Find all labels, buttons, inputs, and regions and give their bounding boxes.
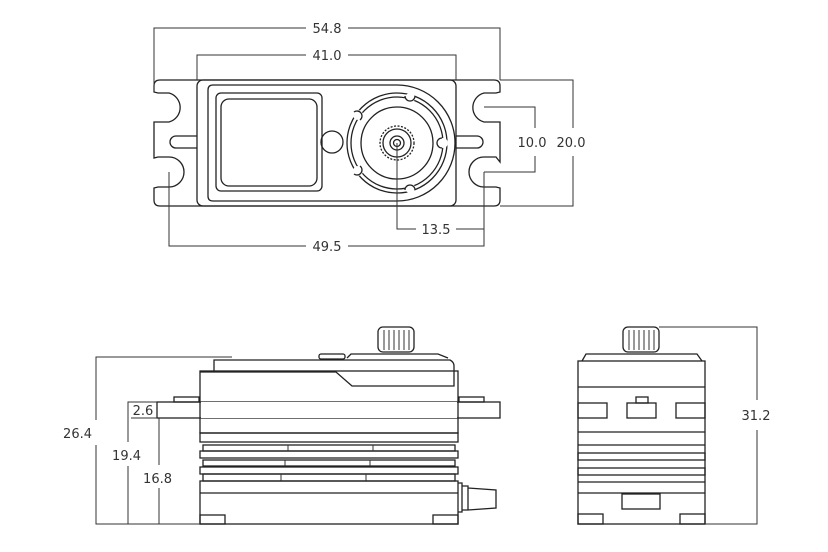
- dim-overall-width: 54.8: [153, 22, 501, 92]
- dim-label-26-4: 26.4: [63, 427, 92, 442]
- dim-flange-bottom-height: 16.8: [131, 417, 172, 524]
- dim-body-width: 41.0: [196, 49, 457, 80]
- dim-overall-depth: 20.0: [500, 79, 586, 207]
- dim-overall-height: 26.4: [63, 356, 232, 525]
- top-view: 54.8 41.0 10.0 20.0 13.5 49.5: [153, 22, 586, 255]
- left-slot: [169, 135, 197, 149]
- servo-body-end: [577, 360, 706, 525]
- dim-label-54-8: 54.8: [313, 22, 342, 37]
- end-view: 31.2: [577, 326, 771, 525]
- cable-connector: [458, 482, 497, 513]
- dim-label-19-4: 19.4: [112, 449, 141, 464]
- dim-hole-spacing-y: 10.0: [484, 106, 547, 173]
- side-view: 26.4 19.4 16.8 2.6: [63, 326, 501, 525]
- dim-label-49-5: 49.5: [313, 240, 342, 255]
- lower-case-side: [199, 480, 459, 525]
- dim-label-41-0: 41.0: [313, 49, 342, 64]
- output-spline-side: [377, 326, 415, 353]
- spline-gear-icon: [379, 125, 415, 161]
- dim-total-height: 31.2: [659, 326, 771, 525]
- dim-flange-top-height: 19.4: [112, 401, 157, 524]
- dim-label-16-8: 16.8: [143, 472, 172, 487]
- dim-hole-spacing-x: 49.5: [168, 172, 485, 255]
- mounting-plate: [153, 79, 501, 207]
- output-spline-end: [622, 326, 660, 353]
- top-lid-side: [200, 359, 455, 387]
- dim-shaft-offset: 13.5: [396, 143, 484, 238]
- servo-body-top: [196, 79, 457, 207]
- servo-body-inner: [207, 84, 456, 202]
- right-slot: [456, 135, 484, 149]
- screw-boss: [320, 130, 344, 154]
- label-panel-outer: [215, 92, 323, 192]
- dim-label-2-6: 2.6: [133, 404, 154, 419]
- dim-label-20-0: 20.0: [557, 136, 586, 151]
- dim-label-13-5: 13.5: [422, 223, 451, 238]
- label-panel-inner: [220, 98, 318, 187]
- dim-label-10-0: 10.0: [518, 136, 547, 151]
- dim-label-31-2: 31.2: [742, 409, 771, 424]
